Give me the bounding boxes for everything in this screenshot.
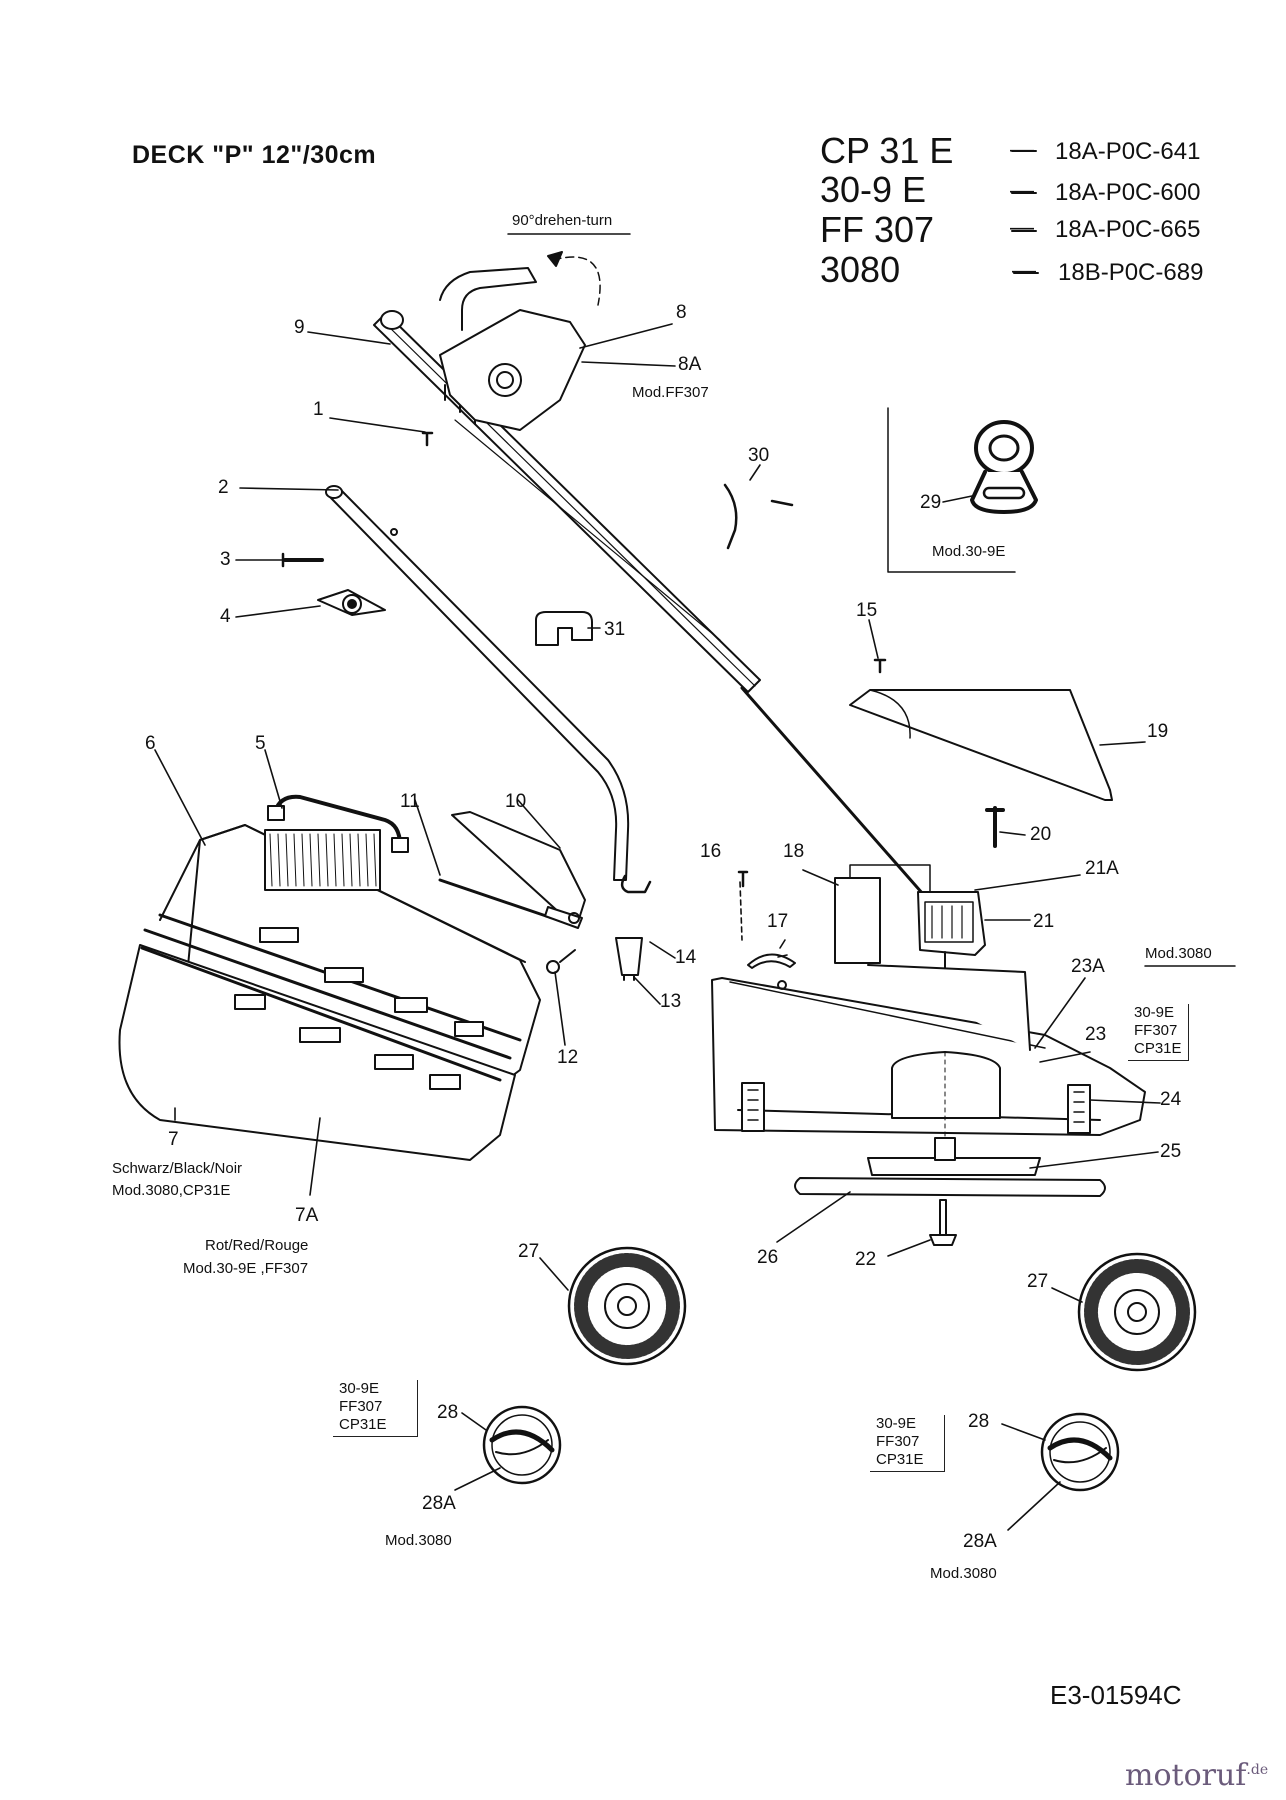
callout-13: 13 (660, 991, 682, 1012)
leader-lines (154, 150, 1161, 1531)
part-number-1: 18A-P0C-641 (1055, 138, 1201, 165)
motor-switch (917, 891, 986, 973)
callout-27-left: 27 (518, 1241, 540, 1262)
callout-23a: 23A (1071, 956, 1105, 977)
model-part-dash-3: — (1010, 214, 1034, 241)
callout-10: 10 (505, 791, 527, 812)
callout-8a: 8A (678, 354, 702, 375)
watermark-text: motoruf (1125, 1758, 1247, 1793)
callout-25: 25 (1160, 1141, 1182, 1162)
callout-20: 20 (1030, 824, 1052, 845)
color-black-note: Schwarz/Black/Noir (112, 1160, 243, 1177)
part-number-3: 18A-P0C-665 (1055, 216, 1201, 243)
model-part-dash-2: — (1010, 177, 1034, 204)
model-box-left-2: FF307 (339, 1398, 383, 1415)
model-box-deck-3: CP31E (1134, 1040, 1182, 1057)
model-name-1: CP 31 E (820, 130, 954, 171)
model-box-deck: 30-9E FF307 CP31E (1128, 1004, 1189, 1061)
model-box-left-1: 30-9E (339, 1380, 380, 1397)
callout-27-right: 27 (1027, 1271, 1049, 1292)
callout-17: 17 (767, 911, 789, 932)
callout-21a: 21A (1085, 858, 1119, 879)
color-red-models: Mod.30-9E ,FF307 (183, 1260, 309, 1277)
mod-ff307-note: Mod.FF307 (632, 384, 709, 401)
callout-4: 4 (220, 606, 231, 627)
callout-2: 2 (218, 477, 229, 498)
hubcap-left (482, 1405, 562, 1485)
callout-14: 14 (675, 947, 697, 968)
model-part-dash-1: — (1010, 136, 1034, 163)
model-box-right-2: FF307 (876, 1433, 920, 1450)
callout-23: 23 (1085, 1024, 1107, 1045)
watermark-tld: .de (1246, 1762, 1269, 1778)
mod-309e-frame (887, 407, 1016, 573)
wheel-left (567, 1246, 687, 1366)
grass-bag (118, 794, 541, 1161)
callout-28-left: 28 (437, 1402, 459, 1423)
model-box-deck-1: 30-9E (1134, 1004, 1175, 1021)
callout-12: 12 (557, 1047, 579, 1068)
callout-3: 3 (220, 549, 231, 570)
deck-title: DECK "P" 12"/30cm (132, 141, 377, 169)
turn-note: 90°drehen-turn (512, 212, 613, 229)
blade-assembly (794, 1137, 1106, 1246)
hubcap-right (1040, 1412, 1120, 1492)
callout-21: 21 (1033, 911, 1055, 932)
callout-28a-left: 28A (422, 1493, 456, 1514)
model-box-left-3: CP31E (339, 1416, 387, 1433)
callout-28a-right: 28A (963, 1531, 997, 1552)
lower-handle (325, 485, 630, 881)
callout-26: 26 (757, 1247, 779, 1268)
callout-22: 22 (855, 1249, 877, 1270)
callout-19: 19 (1147, 721, 1169, 742)
mod-309e-note: Mod.30-9E (932, 543, 1006, 560)
model-box-right-1: 30-9E (876, 1415, 917, 1432)
callout-29: 29 (920, 492, 942, 513)
mod-3080-right-note: Mod.3080 (930, 1565, 997, 1582)
callout-7: 7 (168, 1129, 179, 1150)
callout-11: 11 (400, 791, 420, 812)
color-black-models: Mod.3080,CP31E (112, 1182, 231, 1199)
capacitor (834, 864, 931, 964)
model-name-2: 30-9 E (820, 169, 927, 210)
drawing-code: E3-01594C (1050, 1680, 1182, 1710)
watermark: motoruf.de (1125, 1758, 1268, 1793)
switch-box (439, 251, 601, 431)
small-parts (281, 431, 1005, 888)
color-red-note: Rot/Red/Rouge (205, 1237, 309, 1254)
callout-7a: 7A (295, 1205, 319, 1226)
part-17-shape (747, 953, 796, 969)
model-name-3: FF 307 (820, 209, 935, 250)
mod-3080-deck-note: Mod.3080 (1145, 945, 1212, 962)
callout-28-right: 28 (968, 1411, 990, 1432)
mower-deck (711, 964, 1146, 1141)
model-box-right: 30-9E FF307 CP31E (870, 1415, 945, 1472)
callout-8: 8 (676, 302, 687, 323)
bag-parts (438, 811, 652, 981)
wheel-right (1077, 1252, 1197, 1372)
model-box-deck-2: FF307 (1134, 1022, 1178, 1039)
mod-3080-left-note: Mod.3080 (385, 1532, 452, 1549)
model-box-right-3: CP31E (876, 1451, 924, 1468)
part-29-ring (970, 420, 1038, 514)
model-part-dash-4: — (1012, 257, 1036, 284)
callout-6: 6 (145, 733, 156, 754)
callout-24: 24 (1160, 1089, 1182, 1110)
model-name-4: 3080 (820, 249, 901, 290)
callout-5: 5 (255, 733, 266, 754)
discharge-chute (849, 689, 1113, 801)
part-number-4: 18B-P0C-689 (1058, 259, 1204, 286)
callout-9: 9 (294, 317, 305, 338)
callout-15: 15 (856, 600, 878, 621)
callout-1: 1 (313, 399, 324, 420)
callout-30: 30 (748, 445, 770, 466)
part-number-2: 18A-P0C-600 (1055, 179, 1201, 206)
callout-18: 18 (783, 841, 805, 862)
model-box-left: 30-9E FF307 CP31E (333, 1380, 418, 1437)
callout-31: 31 (604, 619, 626, 640)
callout-16: 16 (700, 841, 722, 862)
